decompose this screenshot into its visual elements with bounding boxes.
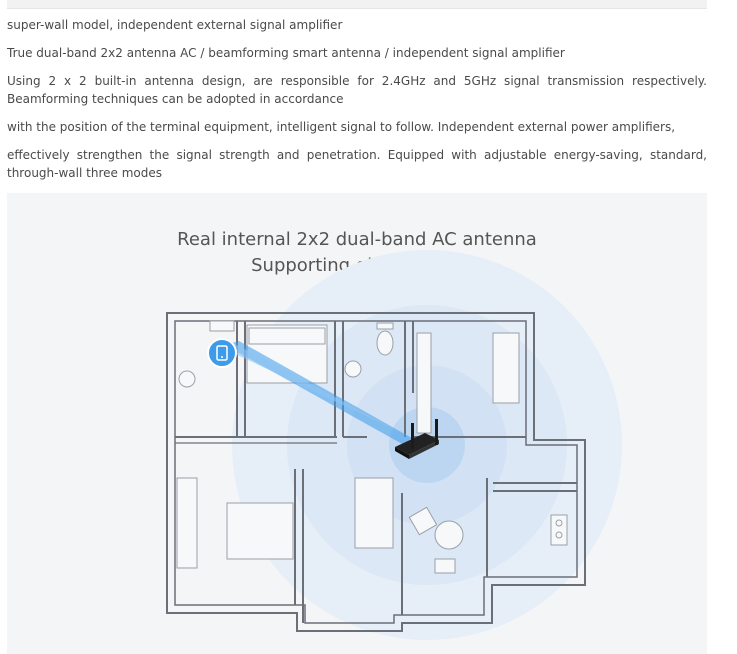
paragraph-2: True dual-band 2x2 antenna AC / beamform… [7, 46, 565, 60]
top-strip [7, 0, 707, 9]
paragraph-5: effectively strengthen the signal streng… [7, 148, 707, 180]
floorplan-walls [166, 312, 586, 632]
router-icon [395, 419, 439, 459]
product-banner-image: Real internal 2x2 dual-band AC antenna S… [7, 193, 707, 654]
paragraph-3: Using 2 x 2 built-in antenna design, are… [7, 74, 707, 106]
furniture [176, 320, 568, 574]
floorplan-illustration [166, 250, 622, 640]
phone-icon [207, 338, 237, 368]
paragraph-1: super-wall model, independent external s… [7, 18, 343, 32]
banner-title-line-1: Real internal 2x2 dual-band AC antenna [177, 229, 537, 250]
paragraph-4: with the position of the terminal equipm… [7, 120, 676, 134]
